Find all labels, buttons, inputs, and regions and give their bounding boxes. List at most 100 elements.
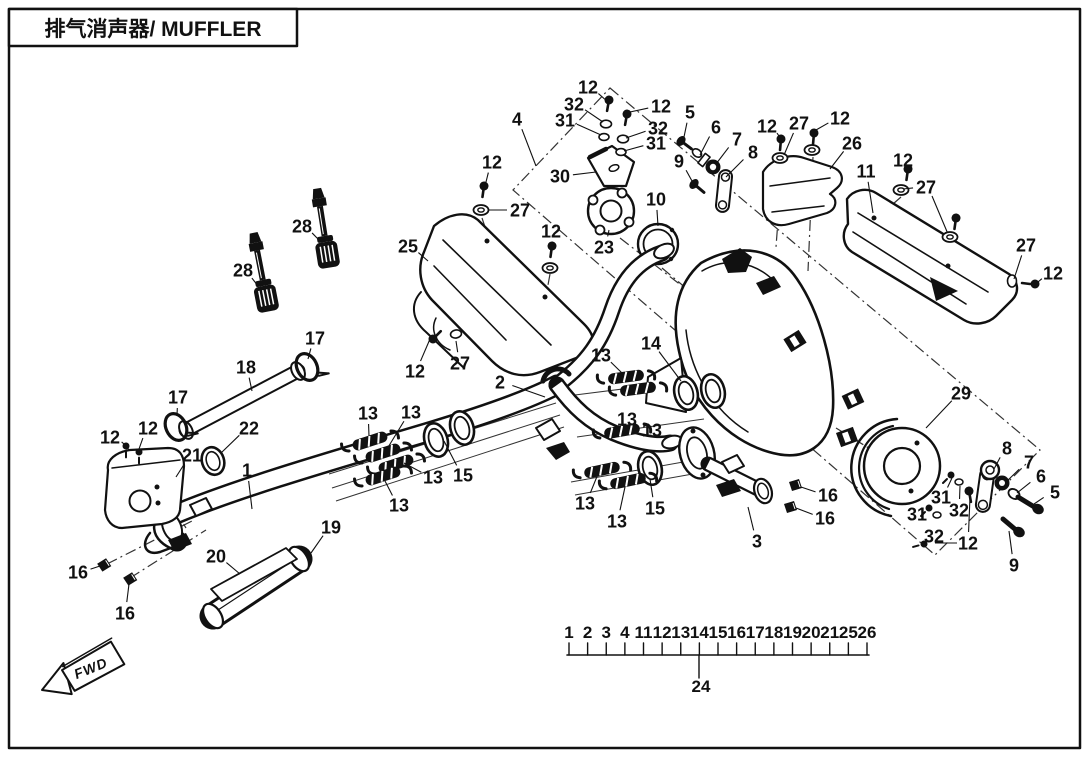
scale-number-1: 1 [564, 623, 573, 642]
leader-line [311, 232, 319, 240]
leader-line [384, 480, 393, 496]
callout-12: 12 [405, 362, 425, 382]
cover-shield [103, 440, 186, 530]
leader-line [1013, 255, 1023, 280]
leader-line [121, 441, 125, 445]
callout-4: 4 [512, 110, 522, 130]
leader-line [455, 340, 459, 353]
leader-line [795, 507, 813, 515]
callout-17: 17 [305, 329, 325, 349]
leader-line [927, 505, 931, 509]
nut-16-b [783, 500, 798, 514]
leader-line [902, 187, 914, 190]
leader-line [815, 122, 829, 131]
callout-5: 5 [1050, 483, 1060, 503]
callout-12: 12 [651, 97, 671, 117]
washer-6 [691, 148, 703, 158]
nut-16-a [788, 478, 803, 492]
callout-8: 8 [748, 143, 758, 163]
callout-32: 32 [564, 95, 584, 115]
scale-number-15: 15 [709, 623, 728, 642]
leader-line [656, 209, 659, 227]
leader-line [619, 486, 626, 511]
page-title: 排气消声器/ MUFFLER [45, 17, 262, 41]
leader-line [126, 583, 130, 603]
callout-27: 27 [1016, 236, 1036, 256]
leader-line [625, 130, 646, 139]
callout-13: 13 [575, 494, 595, 514]
callout-14: 14 [641, 334, 661, 354]
callout-12: 12 [578, 78, 598, 98]
scale-number-12: 12 [653, 623, 672, 642]
leader-line [220, 434, 240, 454]
tailpipe [678, 426, 774, 505]
leader-line [1008, 530, 1013, 555]
callout-31: 31 [931, 488, 951, 508]
leader-line [138, 437, 144, 450]
leader-line [747, 506, 755, 531]
callout-8: 8 [1002, 439, 1012, 459]
callout-32: 32 [648, 119, 668, 139]
callout-13: 13 [617, 410, 637, 430]
leader-line [623, 145, 644, 152]
leader-line [512, 384, 546, 398]
callout-3: 3 [752, 532, 762, 552]
callout-10: 10 [646, 190, 666, 210]
leader-line [1037, 278, 1043, 283]
callout-31: 31 [555, 111, 575, 131]
callout-21: 21 [182, 446, 202, 466]
leader-line [576, 123, 602, 136]
page-border [7, 7, 1082, 750]
leader-line [420, 338, 431, 362]
callout-12: 12 [100, 428, 120, 448]
heat-shield-right [842, 162, 1040, 325]
callout-19: 19 [321, 518, 341, 538]
scale-number-17: 17 [746, 623, 765, 642]
leader-line [783, 132, 794, 156]
scale-number-19: 19 [783, 623, 802, 642]
callout-17: 17 [168, 388, 188, 408]
callout-28: 28 [292, 217, 312, 237]
callout-12: 12 [138, 419, 158, 439]
leader-line [175, 463, 185, 478]
callout-27: 27 [450, 354, 470, 374]
callout-13: 13 [423, 468, 443, 488]
leader-line [248, 377, 253, 392]
tail-end-cap [850, 417, 942, 518]
sleeve-6 [697, 152, 711, 168]
title-box [7, 7, 299, 48]
leader-line [1033, 497, 1045, 505]
leader-line [248, 480, 253, 510]
leader-line [725, 159, 744, 178]
pipe-shield [199, 545, 313, 630]
scale-number-2: 2 [583, 623, 592, 642]
connector-tube [159, 345, 331, 477]
leader-line [610, 361, 623, 374]
leader-line [484, 172, 489, 187]
callout-16: 16 [818, 486, 838, 506]
leader-line [947, 477, 953, 488]
bolt-9 [689, 179, 706, 194]
callout-12: 12 [757, 117, 777, 137]
diagram-parts [95, 93, 1044, 630]
callout-15: 15 [645, 499, 665, 519]
leader-line [968, 496, 971, 533]
callout-13: 13 [642, 421, 662, 441]
bolt-5 [676, 135, 693, 151]
leader-line [598, 93, 609, 103]
heat-shield-small [761, 126, 843, 227]
leader-line [386, 420, 405, 450]
leader-line [800, 486, 816, 493]
callout-16: 16 [115, 604, 135, 624]
scale-number-21: 21 [820, 623, 839, 642]
callout-22: 22 [239, 419, 259, 439]
leader-line [925, 400, 953, 429]
callout-16: 16 [68, 563, 88, 583]
callout-28: 28 [233, 261, 253, 281]
callout-2: 2 [495, 373, 505, 393]
bolt-9b [1000, 516, 1019, 533]
leader-line [685, 169, 693, 182]
leader-line [572, 171, 597, 176]
